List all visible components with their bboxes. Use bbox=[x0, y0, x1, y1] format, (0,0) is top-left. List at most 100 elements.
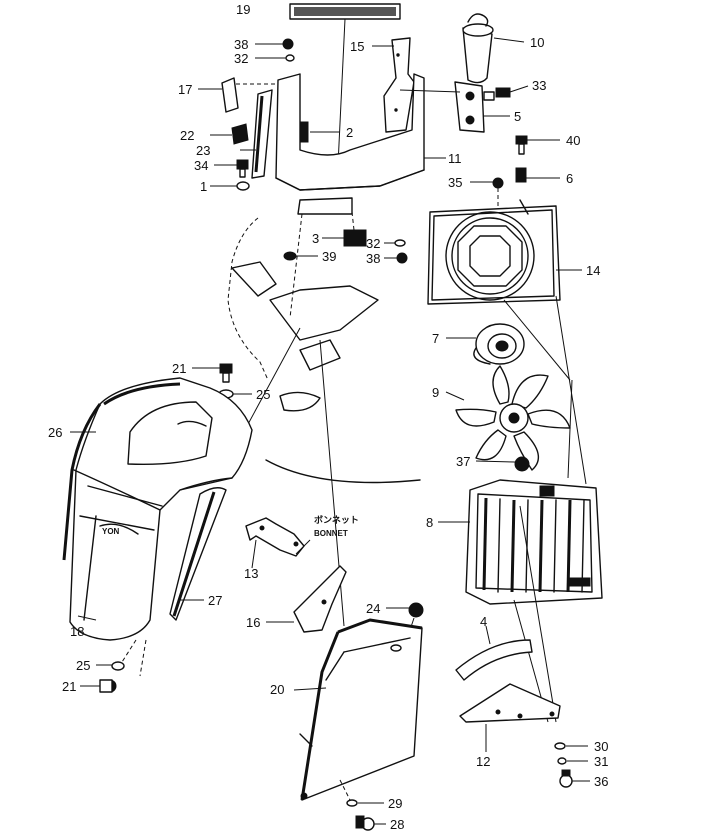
part-5-switch-assembly bbox=[454, 81, 510, 133]
callout-16: 16 bbox=[246, 615, 260, 630]
part-38-nut bbox=[384, 252, 408, 264]
callout-28: 28 bbox=[390, 817, 404, 832]
callout-17: 17 bbox=[178, 82, 192, 97]
body-panel-outline bbox=[227, 197, 421, 484]
callout-15: 15 bbox=[350, 39, 364, 54]
callout-25-upper: 25 bbox=[256, 387, 270, 402]
callout-20: 20 bbox=[270, 682, 284, 697]
svg-text:YON: YON bbox=[102, 527, 120, 536]
part-17-clip bbox=[198, 77, 292, 113]
part-13-bracket bbox=[245, 517, 311, 569]
guide-line-shroud bbox=[503, 299, 571, 381]
callout-19: 19 bbox=[236, 2, 250, 17]
callout-22: 22 bbox=[180, 128, 194, 143]
bonnet-label-jp: ボンネット bbox=[314, 514, 359, 526]
callout-18: 18 bbox=[70, 624, 84, 639]
callout-labels: 19 10 38 32 15 17 33 5 22 2 40 23 34 11 … bbox=[48, 2, 608, 832]
guide-line-radiator bbox=[555, 295, 587, 485]
bonnet-label: ボンネット BONNET bbox=[314, 514, 359, 538]
part-21-bolt-lower bbox=[80, 679, 117, 693]
part-31-washer bbox=[557, 757, 588, 765]
callout-27: 27 bbox=[208, 593, 222, 608]
callout-9: 9 bbox=[432, 385, 439, 400]
callout-34: 34 bbox=[194, 158, 208, 173]
callout-13: 13 bbox=[244, 566, 258, 581]
callout-31: 31 bbox=[594, 754, 608, 769]
part-27-side-strip bbox=[169, 487, 227, 621]
part-22-pad bbox=[210, 123, 249, 145]
callout-29: 29 bbox=[388, 796, 402, 811]
callout-38-lower: 38 bbox=[366, 251, 380, 266]
part-33-bolt bbox=[495, 85, 529, 98]
part-30-washer bbox=[554, 742, 588, 750]
callout-8: 8 bbox=[426, 515, 433, 530]
callout-12: 12 bbox=[476, 754, 490, 769]
guide-line-bracket bbox=[519, 505, 557, 723]
guide-line-frame bbox=[289, 213, 303, 319]
part-23-rubber-strip bbox=[240, 89, 273, 179]
callout-33: 33 bbox=[532, 78, 546, 93]
part-26-bonnet: YON bbox=[62, 377, 253, 641]
part-4-hose bbox=[455, 625, 533, 681]
part-7-fan-motor bbox=[446, 323, 525, 365]
part-19-seal-strip bbox=[289, 3, 401, 166]
part-18-leader bbox=[77, 615, 97, 621]
part-14-fan-shroud bbox=[427, 199, 582, 305]
callout-26: 26 bbox=[48, 425, 62, 440]
part-21-bolt-upper bbox=[192, 363, 233, 383]
callout-6: 6 bbox=[566, 171, 573, 186]
callout-24: 24 bbox=[366, 601, 380, 616]
part-10-cylinder bbox=[462, 13, 525, 84]
callout-21-lower: 21 bbox=[62, 679, 76, 694]
callout-36: 36 bbox=[594, 774, 608, 789]
callout-1: 1 bbox=[200, 179, 207, 194]
callout-32: 32 bbox=[234, 51, 248, 66]
part-39-grommet bbox=[283, 251, 318, 261]
callout-25-lower: 25 bbox=[76, 658, 90, 673]
part-34-bolt bbox=[214, 159, 249, 178]
part-20-side-panel bbox=[293, 618, 423, 801]
callout-4: 4 bbox=[480, 614, 487, 629]
part-38-nut-top bbox=[255, 38, 294, 50]
part-12-plate bbox=[459, 683, 561, 752]
callout-3: 3 bbox=[312, 231, 319, 246]
callout-35: 35 bbox=[448, 175, 462, 190]
part-29-washer bbox=[339, 779, 384, 807]
callout-10: 10 bbox=[530, 35, 544, 50]
part-11-frame bbox=[275, 73, 461, 191]
callout-21-upper: 21 bbox=[172, 361, 186, 376]
callout-38: 38 bbox=[234, 37, 248, 52]
part-2-bolt bbox=[299, 121, 340, 143]
part-32-washer-top bbox=[255, 54, 295, 62]
part-25-washer-lower bbox=[96, 639, 137, 671]
callout-40: 40 bbox=[566, 133, 580, 148]
part-9-fan-blade bbox=[445, 365, 571, 471]
part-8-radiator bbox=[438, 479, 603, 605]
part-28-bolt bbox=[355, 815, 386, 831]
callout-7: 7 bbox=[432, 331, 439, 346]
guide-line-fan bbox=[567, 379, 573, 479]
part-15-bracket bbox=[372, 37, 415, 133]
callout-37: 37 bbox=[456, 454, 470, 469]
callout-11: 11 bbox=[448, 151, 462, 166]
part-36-bolt bbox=[559, 769, 590, 788]
callout-2: 2 bbox=[346, 125, 353, 140]
part-37-nut bbox=[475, 456, 530, 472]
callout-32-lower: 32 bbox=[366, 236, 380, 251]
bonnet-label-en: BONNET bbox=[314, 529, 348, 538]
callout-30: 30 bbox=[594, 739, 608, 754]
callout-5: 5 bbox=[514, 109, 521, 124]
part-1-washer bbox=[210, 181, 250, 191]
callout-14: 14 bbox=[586, 263, 600, 278]
part-40-bolt bbox=[515, 135, 560, 155]
part-32-washer bbox=[384, 239, 406, 247]
part-16-bracket bbox=[266, 565, 347, 633]
guide-line-lower-bolt bbox=[139, 639, 147, 677]
part-3-block bbox=[322, 211, 367, 247]
callout-23: 23 bbox=[196, 143, 210, 158]
callout-39: 39 bbox=[322, 249, 336, 264]
part-35-nut bbox=[470, 177, 504, 208]
part-6-fitting bbox=[515, 167, 560, 183]
